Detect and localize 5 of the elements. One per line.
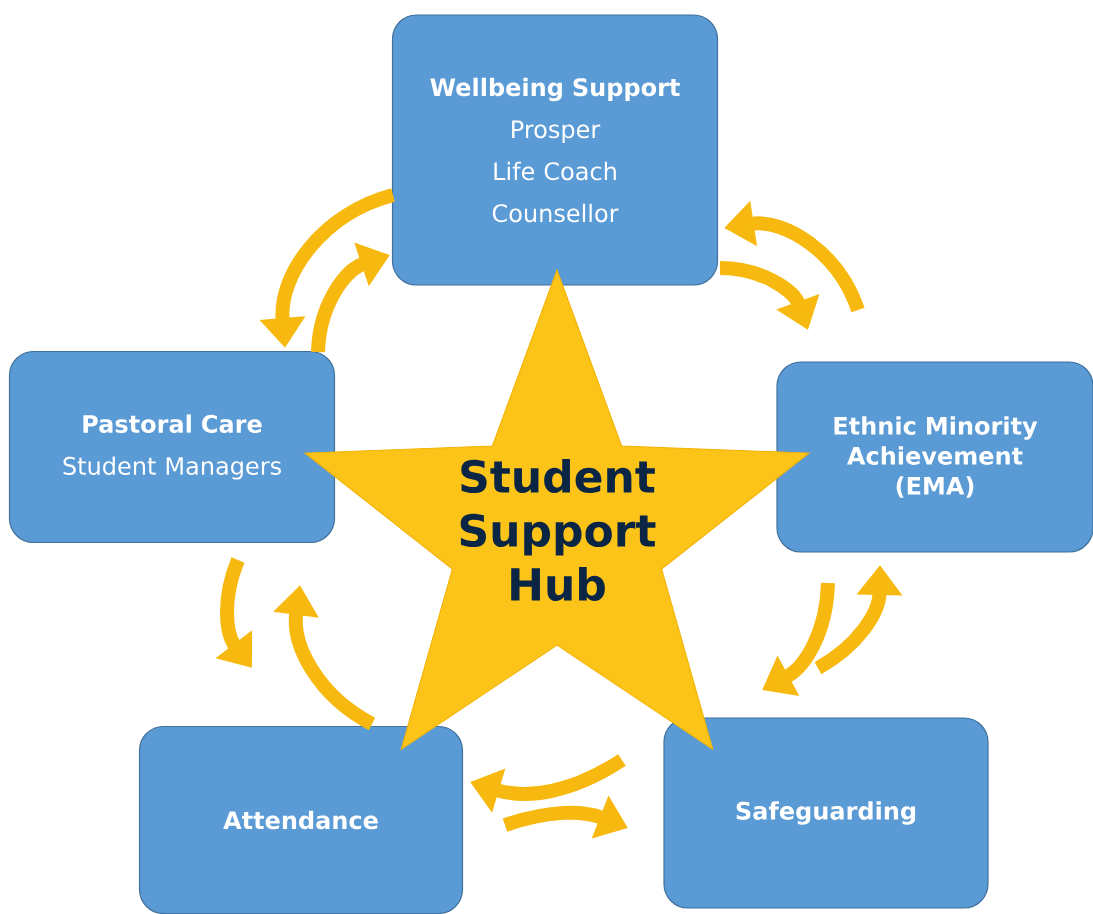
rounded-box: Attendance [138, 725, 464, 914]
rounded-box: Ethnic Minority Achievement (EMA) [776, 361, 1093, 553]
rounded-box: Safeguarding [663, 717, 989, 909]
rounded-box: Pastoral Care Student Managers [8, 350, 336, 544]
rounded-box: Wellbeing Support Prosper Life Coach Counsellor [391, 14, 719, 286]
